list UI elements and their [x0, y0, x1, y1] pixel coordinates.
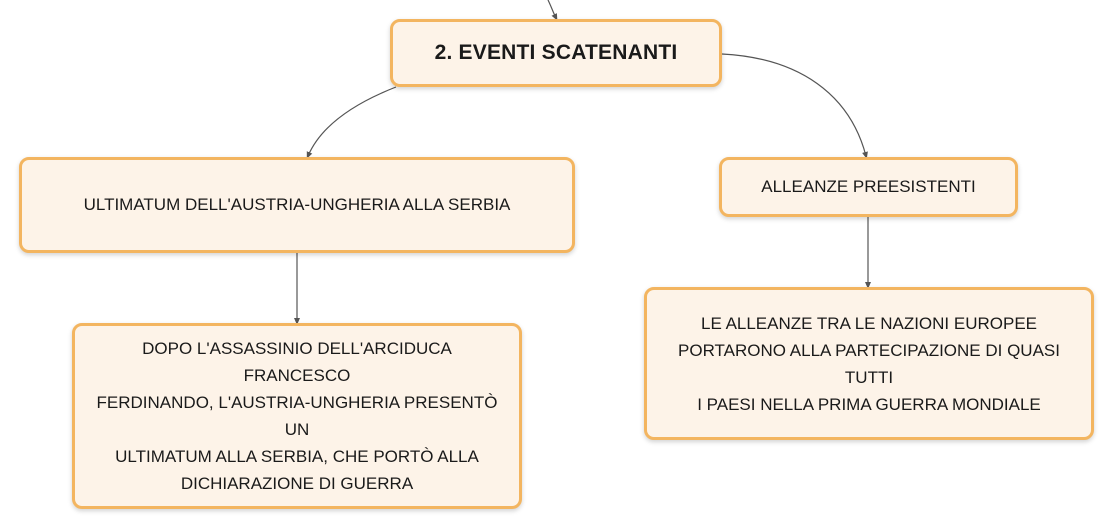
detail-line: ULTIMATUM ALLA SERBIA, CHE PORTÒ ALLA: [115, 447, 479, 466]
node-alleanze-label: ALLEANZE PREESISTENTI: [761, 177, 976, 196]
detail-line: DICHIARAZIONE DI GUERRA: [180, 474, 414, 493]
detail-line: PORTARONO ALLA PARTECIPAZIONE DI QUASI T…: [678, 340, 1060, 387]
detail-line: LE ALLEANZE TRA LE NAZIONI EUROPEE: [700, 313, 1038, 333]
node-alleanze-preesistenti[interactable]: ALLEANZE PREESISTENTI: [719, 157, 1018, 217]
node-ultimatum-detail-text: DOPO L'ASSASSINIO DELL'ARCIDUCA FRANCESC…: [91, 335, 503, 497]
node-eventi-scatenanti-label: 2. EVENTI SCATENANTI: [434, 41, 678, 64]
detail-line: I PAESI NELLA PRIMA GUERRA MONDIALE: [697, 394, 1041, 414]
connector-main-to-ultimatum: [306, 86, 397, 159]
node-ultimatum-detail[interactable]: DOPO L'ASSASSINIO DELL'ARCIDUCA FRANCESC…: [72, 323, 522, 509]
node-alleanze-detail-text: LE ALLEANZE TRA LE NAZIONI EUROPEE PORTA…: [653, 310, 1085, 418]
node-ultimatum[interactable]: ULTIMATUM DELL'AUSTRIA-UNGHERIA ALLA SER…: [19, 157, 575, 253]
node-ultimatum-label: ULTIMATUM DELL'AUSTRIA-UNGHERIA ALLA SER…: [83, 195, 511, 214]
node-alleanze-detail[interactable]: LE ALLEANZE TRA LE NAZIONI EUROPEE PORTA…: [644, 287, 1094, 440]
connector-main-to-alleanze: [721, 53, 868, 159]
connector-incoming-top: [547, 0, 558, 21]
detail-line: DOPO L'ASSASSINIO DELL'ARCIDUCA FRANCESC…: [142, 339, 452, 385]
node-eventi-scatenanti[interactable]: 2. EVENTI SCATENANTI: [390, 19, 722, 87]
detail-line: FERDINANDO, L'AUSTRIA-UNGHERIA PRESENTÒ …: [96, 393, 498, 439]
